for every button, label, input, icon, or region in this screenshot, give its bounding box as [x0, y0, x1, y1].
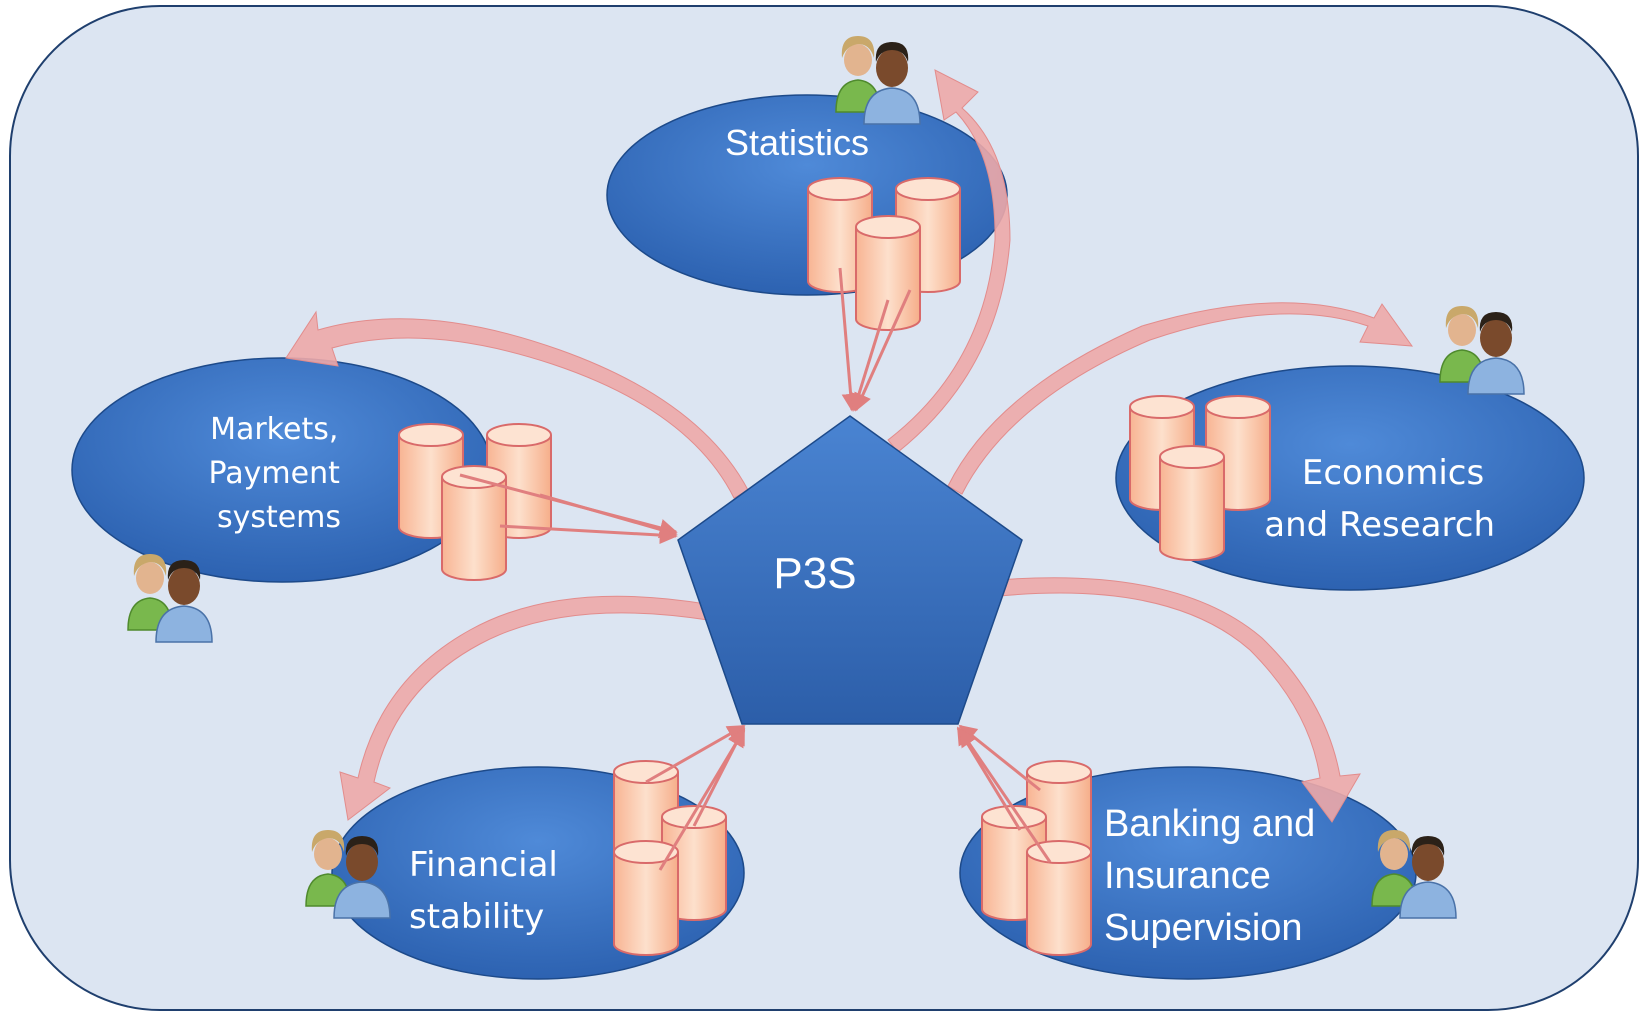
arrow-financial-to-hub [658, 728, 746, 871]
p3s-hub [677, 415, 1023, 725]
arrow-to-statistics-users [887, 69, 1011, 453]
arrow-banking-to-hub [958, 728, 1052, 863]
arrow-to-financial-users [339, 595, 709, 821]
hub-label: P3S [773, 549, 856, 598]
banking-label: Banking and Insurance Supervision [1104, 803, 1326, 949]
arrow-statistics-to-hub [854, 289, 912, 412]
database-icon [1026, 840, 1092, 956]
statistics-label: Statistics [725, 122, 869, 163]
economics-label: Economics and Research [1264, 453, 1495, 545]
arrow-statistics-to-hub [850, 299, 890, 412]
arrow-statistics-to-hub [838, 267, 860, 412]
arrow-markets-to-hub [499, 524, 678, 545]
database-icon [1159, 445, 1225, 561]
incoming-arrows [459, 267, 1052, 871]
arrow-to-banking-users [997, 577, 1361, 823]
outgoing-arrows [285, 69, 1414, 823]
arrow-to-markets-users [285, 310, 749, 499]
arrow-financial-to-hub [645, 724, 746, 784]
arrow-to-economics-users [947, 302, 1414, 495]
database-icon [855, 215, 921, 331]
arrow-markets-to-hub [539, 493, 678, 539]
markets-label: Markets, Payment systems [209, 412, 350, 535]
financial-label: Financial stability [409, 845, 569, 937]
